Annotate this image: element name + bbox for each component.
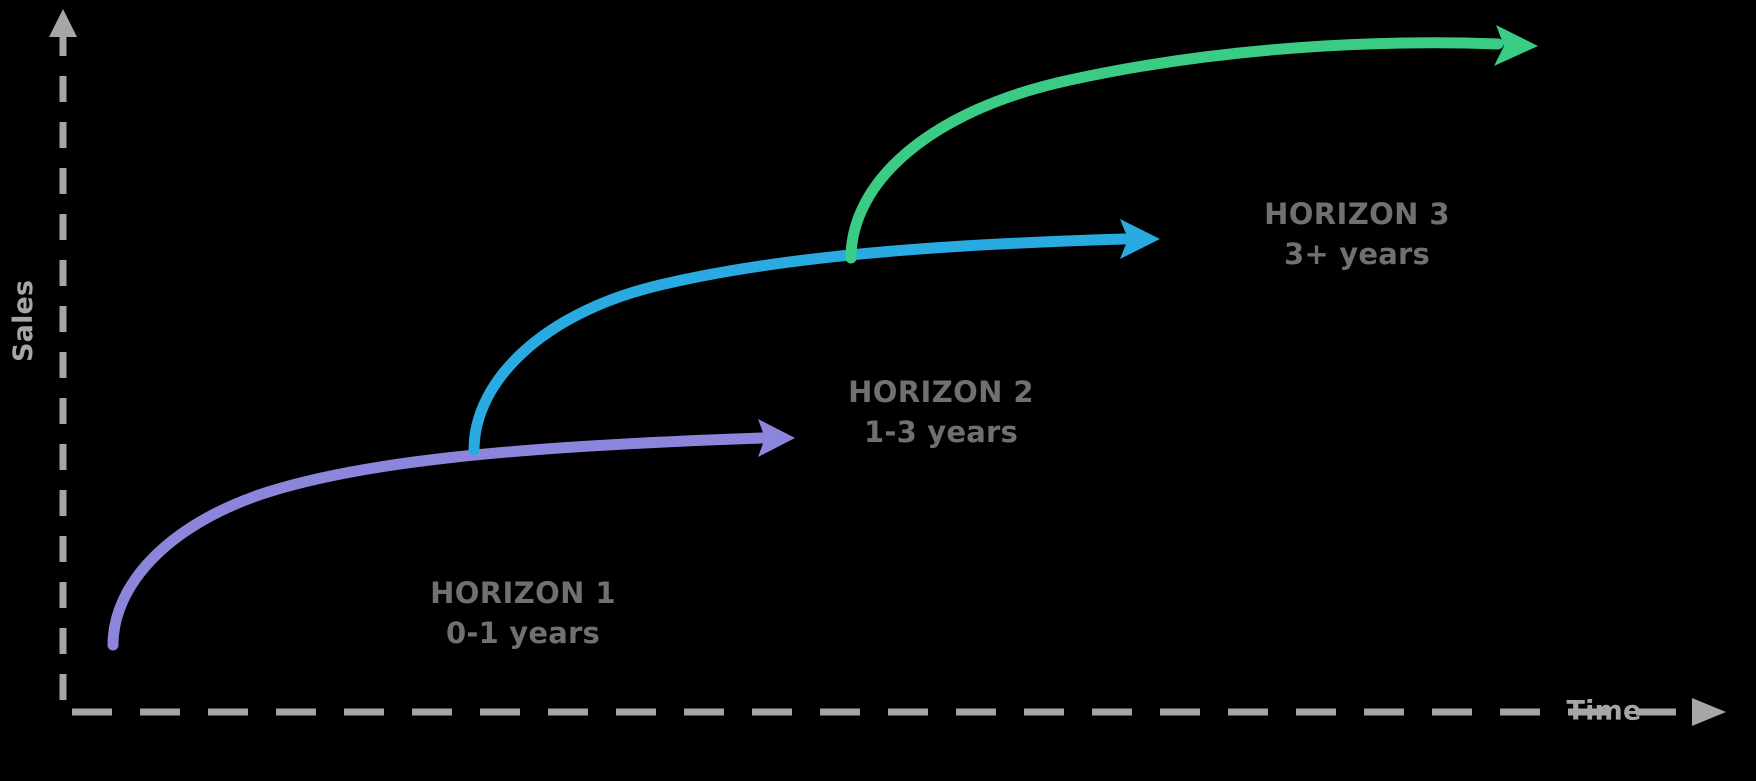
y-axis-arrowhead [49,9,77,37]
y-axis-label: Sales [8,279,39,362]
horizon-1-arrowhead [758,419,795,457]
horizon-1-label: HORIZON 1 0-1 years [430,573,616,653]
horizon-2-title: HORIZON 2 [848,375,1034,409]
horizon-3-arrowhead [1494,25,1538,66]
horizon-1-title: HORIZON 1 [430,576,616,610]
horizon-3-curve [845,25,1538,264]
horizon-1-path [107,432,768,651]
horizon-2-path [468,233,1130,456]
horizon-2-arrowhead [1120,219,1160,259]
x-axis-arrowhead [1692,698,1726,726]
horizon-3-path [845,37,1504,264]
horizon-1-curve [107,419,795,651]
x-axis-label: Time [1566,695,1642,727]
horizon-3-title: HORIZON 3 [1264,197,1450,231]
horizon-2-subtitle: 1-3 years [864,415,1018,450]
horizon-3-subtitle: 3+ years [1284,237,1430,272]
y-axis [49,9,77,712]
horizon-2-label: HORIZON 2 1-3 years [848,372,1034,452]
horizon-2-curve [468,219,1160,456]
horizon-1-subtitle: 0-1 years [446,616,600,651]
horizon-3-label: HORIZON 3 3+ years [1264,194,1450,274]
x-axis [72,698,1726,726]
